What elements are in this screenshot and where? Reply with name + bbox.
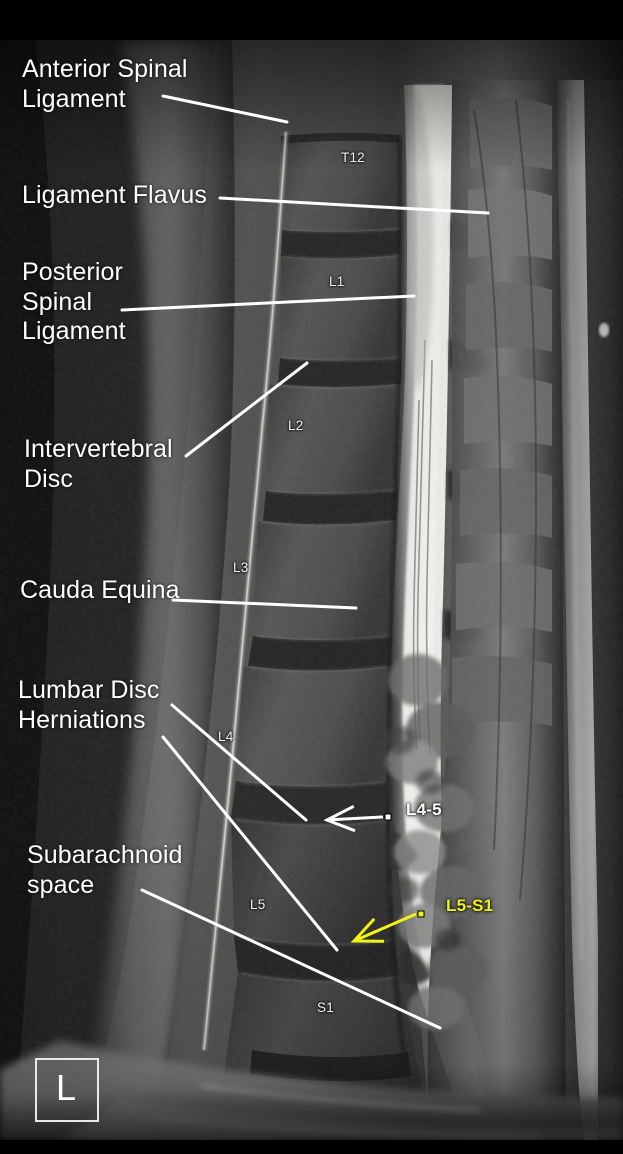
vertebra-label-l5: L5 bbox=[250, 897, 266, 912]
callout-posterior-spinal-ligament: Posterior Spinal Ligament bbox=[22, 258, 126, 345]
callout-cauda-equina: Cauda Equina bbox=[20, 576, 180, 604]
orientation-marker-letter: L bbox=[55, 1067, 77, 1108]
callout-lumbar-disc-herniations: Lumbar Disc Herniations bbox=[18, 676, 160, 734]
vertebra-label-l2: L2 bbox=[288, 418, 304, 433]
callout-intervertebral-disc: Intervertebral Disc bbox=[24, 435, 173, 493]
vertebra-label-l3: L3 bbox=[233, 560, 249, 575]
orientation-marker-box: L bbox=[35, 1058, 99, 1122]
vertebra-label-l4: L4 bbox=[218, 729, 234, 744]
callout-anterior-spinal-ligament: Anterior Spinal Ligament bbox=[22, 55, 188, 113]
vertebra-label-l1: L1 bbox=[329, 274, 345, 289]
letterbox-top bbox=[0, 0, 623, 40]
vertebra-label-s1: S1 bbox=[317, 1000, 334, 1015]
disc-tag-l4-5: L4-5 bbox=[406, 800, 442, 819]
disc-tag-l5-s1: L5-S1 bbox=[446, 896, 494, 915]
callout-subarachnoid-space: Subarachnoid space bbox=[27, 841, 183, 899]
callout-ligament-flavus: Ligament Flavus bbox=[22, 181, 207, 209]
letterbox-bottom bbox=[0, 1140, 623, 1154]
vertebra-label-t12: T12 bbox=[341, 150, 365, 165]
